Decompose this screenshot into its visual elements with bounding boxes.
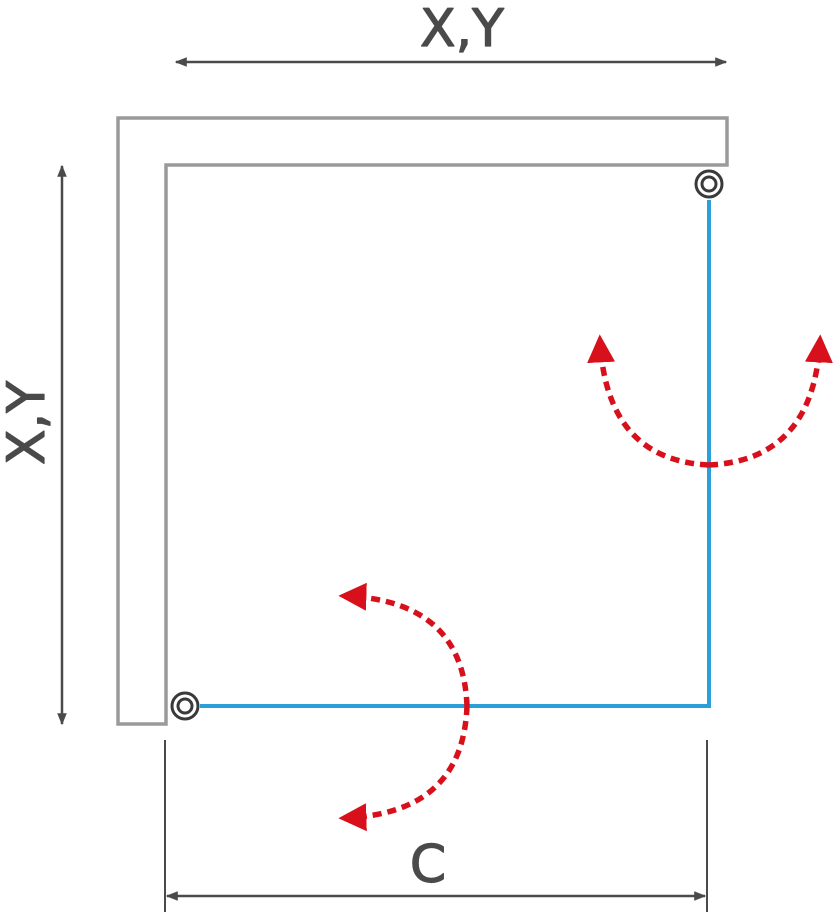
swing-arrow-right-door-right bbox=[708, 334, 833, 468]
swing-arrow-bottom-door-up bbox=[338, 582, 470, 707]
bottom-dimension-label: C bbox=[410, 835, 446, 895]
swing-arrows-bottom-door bbox=[338, 582, 470, 832]
wall-outline bbox=[116, 116, 729, 726]
swing-arrows-right-door bbox=[587, 334, 833, 468]
swing-arrow-right-door-left bbox=[587, 334, 710, 468]
hinge-icon-bottom-left bbox=[170, 691, 200, 721]
hinge-icon-top-right bbox=[694, 169, 724, 199]
swing-arrow-bottom-door-down bbox=[338, 705, 470, 832]
top-dimension-label: X,Y bbox=[420, 0, 504, 59]
left-dimension-label: X,Y bbox=[0, 381, 57, 465]
